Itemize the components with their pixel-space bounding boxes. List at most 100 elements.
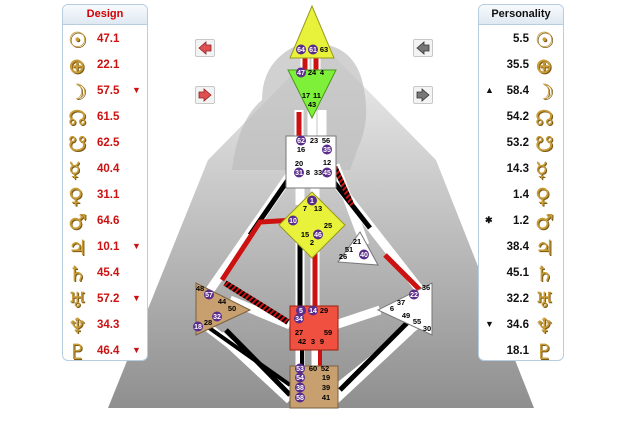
gate-45[interactable]: 45	[322, 167, 332, 178]
gate-15[interactable]: 15	[301, 230, 309, 239]
gate-31[interactable]: 31	[294, 167, 304, 178]
design-row[interactable]: ☉47.1	[63, 27, 147, 53]
design-next-button[interactable]	[195, 86, 215, 104]
gate-10[interactable]: 10	[288, 215, 298, 226]
gate-34[interactable]: 34	[294, 313, 304, 324]
design-row[interactable]: ☿40.4	[63, 157, 147, 183]
design-row[interactable]: ♅57.2▼	[63, 287, 147, 313]
gate-56[interactable]: 56	[322, 136, 330, 145]
gate-9[interactable]: 9	[320, 337, 324, 346]
personality-row[interactable]: ♂1.2✱	[479, 209, 563, 235]
gate-3[interactable]: 3	[311, 337, 315, 346]
gate-54[interactable]: 54	[295, 372, 305, 383]
gate-29[interactable]: 29	[320, 306, 328, 315]
gate-55[interactable]: 55	[413, 317, 421, 326]
gate-37[interactable]: 37	[397, 298, 405, 307]
gate-2[interactable]: 2	[310, 238, 314, 247]
gate-33[interactable]: 33	[314, 168, 322, 177]
gate-51[interactable]: 51	[345, 245, 353, 254]
gate-14[interactable]: 14	[308, 305, 318, 316]
gate-50[interactable]: 50	[228, 304, 236, 313]
gate-13[interactable]: 13	[314, 204, 322, 213]
gate-36[interactable]: 36	[422, 283, 430, 292]
gate-number: 43	[308, 100, 316, 109]
gate-11[interactable]: 11	[313, 91, 321, 100]
gate-17[interactable]: 17	[302, 91, 310, 100]
personality-row[interactable]: ♀1.4	[479, 183, 563, 209]
personality-row[interactable]: ☉5.5	[479, 27, 563, 53]
gate-28[interactable]: 28	[204, 318, 212, 327]
gate-35[interactable]: 35	[322, 144, 332, 155]
gate-40[interactable]: 40	[359, 249, 369, 260]
gate-49[interactable]: 49	[402, 311, 410, 320]
gate-52[interactable]: 52	[321, 364, 329, 373]
gate-39[interactable]: 39	[322, 383, 330, 392]
design-row[interactable]: ☋62.5	[63, 131, 147, 157]
gate-60[interactable]: 60	[309, 364, 317, 373]
gate-23[interactable]: 23	[310, 136, 318, 145]
gate-30[interactable]: 30	[423, 324, 431, 333]
design-prev-button[interactable]	[195, 39, 215, 57]
personality-row[interactable]: ☽58.4▲	[479, 79, 563, 105]
personality-row[interactable]: ☿14.3	[479, 157, 563, 183]
design-row[interactable]: ♄45.4	[63, 261, 147, 287]
gate-number: 16	[297, 145, 305, 154]
personality-row[interactable]: ♅32.2	[479, 287, 563, 313]
personality-row[interactable]: ♄45.1	[479, 261, 563, 287]
gate-25[interactable]: 25	[324, 221, 332, 230]
gate-number: 51	[345, 245, 353, 254]
personality-row[interactable]: ⊕35.5	[479, 53, 563, 79]
personality-row[interactable]: ♃38.4	[479, 235, 563, 261]
gate-12[interactable]: 12	[323, 158, 331, 167]
design-row[interactable]: ☊61.5	[63, 105, 147, 131]
gate-4[interactable]: 4	[320, 68, 325, 77]
gate-63[interactable]: 63	[320, 45, 328, 54]
design-row[interactable]: ⊕22.1	[63, 53, 147, 79]
gate-47[interactable]: 47	[296, 67, 306, 78]
gate-number: 41	[322, 393, 330, 402]
gate-1[interactable]: 1	[307, 195, 317, 206]
gate-26[interactable]: 26	[339, 252, 347, 261]
personality-row[interactable]: ☋53.2	[479, 131, 563, 157]
gate-41[interactable]: 41	[322, 393, 330, 402]
gate-43[interactable]: 43	[308, 100, 316, 109]
gate-57[interactable]: 57	[204, 289, 214, 300]
gate-20[interactable]: 20	[295, 159, 303, 168]
gate-32[interactable]: 32	[212, 311, 222, 322]
design-row[interactable]: ♃10.1▼	[63, 235, 147, 261]
gate-61[interactable]: 61	[308, 44, 318, 55]
gate-21[interactable]: 21	[353, 237, 361, 246]
gate-53[interactable]: 53	[295, 363, 305, 374]
gate-42[interactable]: 42	[298, 337, 306, 346]
personality-prev-button[interactable]	[413, 39, 433, 57]
gate-46[interactable]: 46	[313, 229, 323, 240]
design-row[interactable]: ☽57.5▼	[63, 79, 147, 105]
design-row[interactable]: ♂64.6	[63, 209, 147, 235]
gate-16[interactable]: 16	[297, 145, 305, 154]
gate-38[interactable]: 38	[295, 382, 305, 393]
gate-44[interactable]: 44	[218, 297, 227, 306]
gate-64[interactable]: 64	[296, 44, 306, 55]
gate-48[interactable]: 48	[196, 284, 204, 293]
personality-value: 18.1	[506, 345, 529, 357]
personality-row[interactable]: ♆34.6▼	[479, 313, 563, 339]
gate-59[interactable]: 59	[324, 328, 332, 337]
gate-58[interactable]: 58	[295, 392, 305, 403]
design-row[interactable]: ♆34.3	[63, 313, 147, 339]
gate-6[interactable]: 6	[390, 304, 394, 313]
gate-27[interactable]: 27	[295, 328, 303, 337]
gate-8[interactable]: 8	[306, 168, 310, 177]
design-row[interactable]: ♀31.1	[63, 183, 147, 209]
gate-7[interactable]: 7	[303, 204, 307, 213]
gate-5[interactable]: 5	[296, 305, 306, 316]
personality-next-button[interactable]	[413, 86, 433, 104]
personality-row[interactable]: ♇18.1	[479, 339, 563, 360]
design-row[interactable]: ♇46.4▼	[63, 339, 147, 360]
gate-24[interactable]: 24	[308, 68, 317, 77]
personality-row[interactable]: ☊54.2	[479, 105, 563, 131]
gate-18[interactable]: 18	[193, 321, 203, 332]
gate-19[interactable]: 19	[322, 373, 330, 382]
gate-22[interactable]: 22	[409, 289, 419, 300]
gate-62[interactable]: 62	[296, 135, 306, 146]
moon-icon: ☽	[68, 80, 87, 104]
